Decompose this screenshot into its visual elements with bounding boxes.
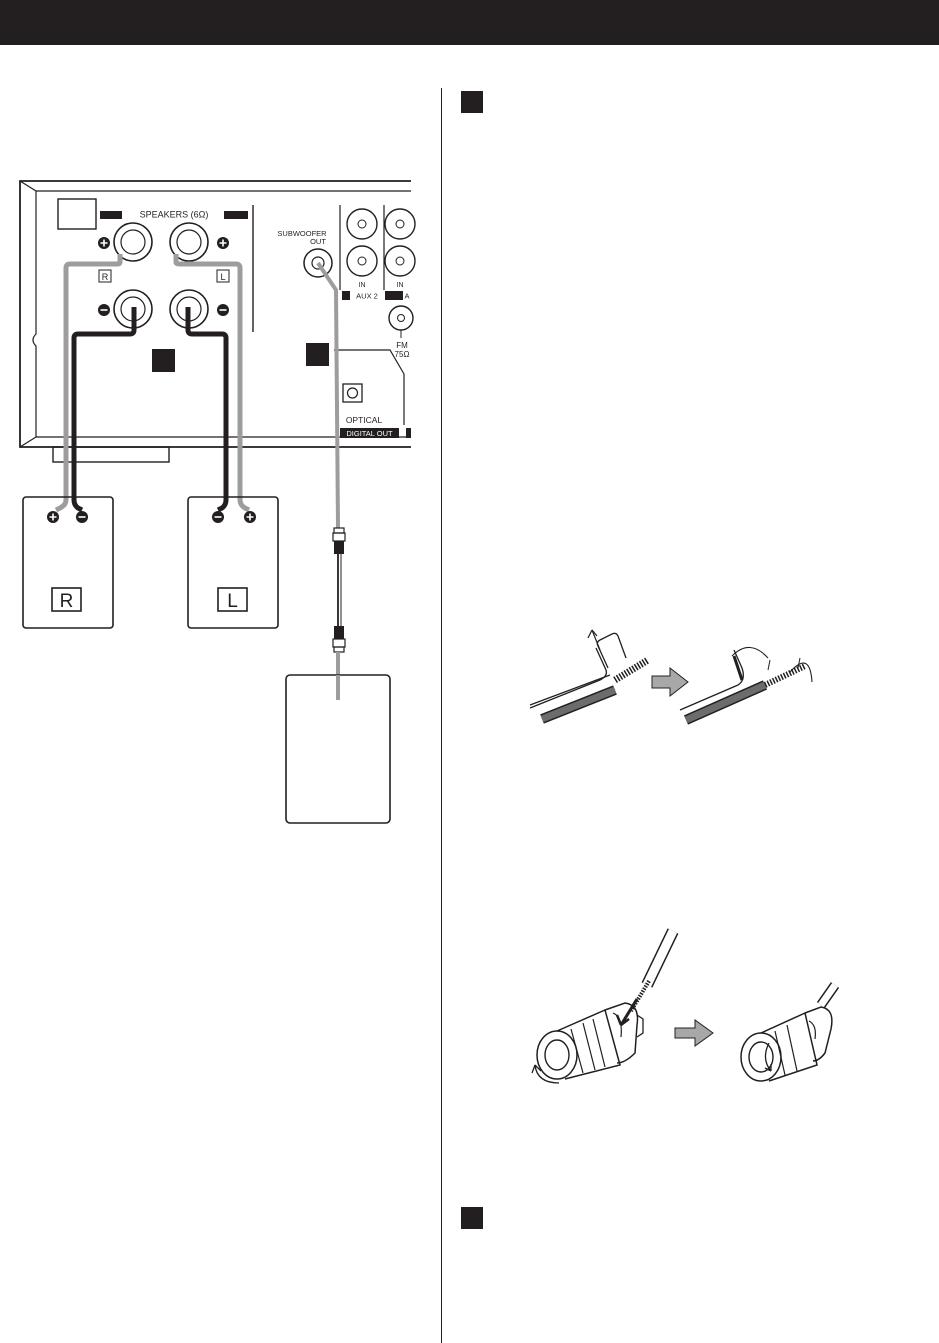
binding-post-tighten [740,982,840,1082]
binding-post-loosen [531,1002,644,1084]
aux-in-label-1: IN [359,282,366,289]
right-arrow-icon [674,1019,714,1047]
plus-terminal-icon [244,511,256,523]
aux-jacks [346,208,416,277]
terminal-insert-illustration [531,928,840,1084]
fm-ohm-label: 75Ω [395,350,410,359]
column-divider [441,88,442,1343]
plus-terminal-icon [47,511,59,523]
speaker-right [22,496,114,629]
aux-partial-label: A [404,292,409,301]
aux-in-label-2: IN [397,282,404,289]
speaker-left [187,496,279,629]
connection-diagram: SPEAKERS (6Ω) R L SUBWOOFER OUT [19,180,416,824]
rca-plug-bottom [332,626,346,653]
digital-out-label: DIGITAL OUT [346,429,393,438]
minus-terminal-icon [98,304,110,316]
speakers-label: SPEAKERS (6Ω) [140,210,209,220]
header-bar [0,0,939,45]
plus-terminal-icon [217,237,229,249]
aux2-label: AUX 2 [356,292,378,301]
right-arrow-icon [651,666,689,698]
panel-channel-r: R [102,272,109,282]
speaker-left-label: L [227,591,238,612]
panel-channel-l: L [220,272,225,282]
terminal-right-plus [113,222,153,262]
wire-strip-illustration [529,629,813,725]
callout-marker-a [152,349,175,372]
terminal-left-plus [169,222,209,262]
minus-terminal-icon [217,304,229,316]
plus-terminal-icon [98,237,110,249]
speaker-right-label: R [60,591,74,612]
minus-terminal-icon [212,511,224,523]
subwoofer-out-label: OUT [310,237,326,246]
subwoofer-label: SUBWOOFER [277,229,327,238]
subwoofer-out-jack [303,248,333,278]
optical-label: OPTICAL [346,415,383,425]
fm-label: FM [396,341,408,350]
step-marker-b [461,1207,483,1229]
callout-marker-b [306,343,329,366]
minus-terminal-icon [76,511,88,523]
step-marker-a [461,91,483,113]
rca-plug-top [332,527,346,554]
